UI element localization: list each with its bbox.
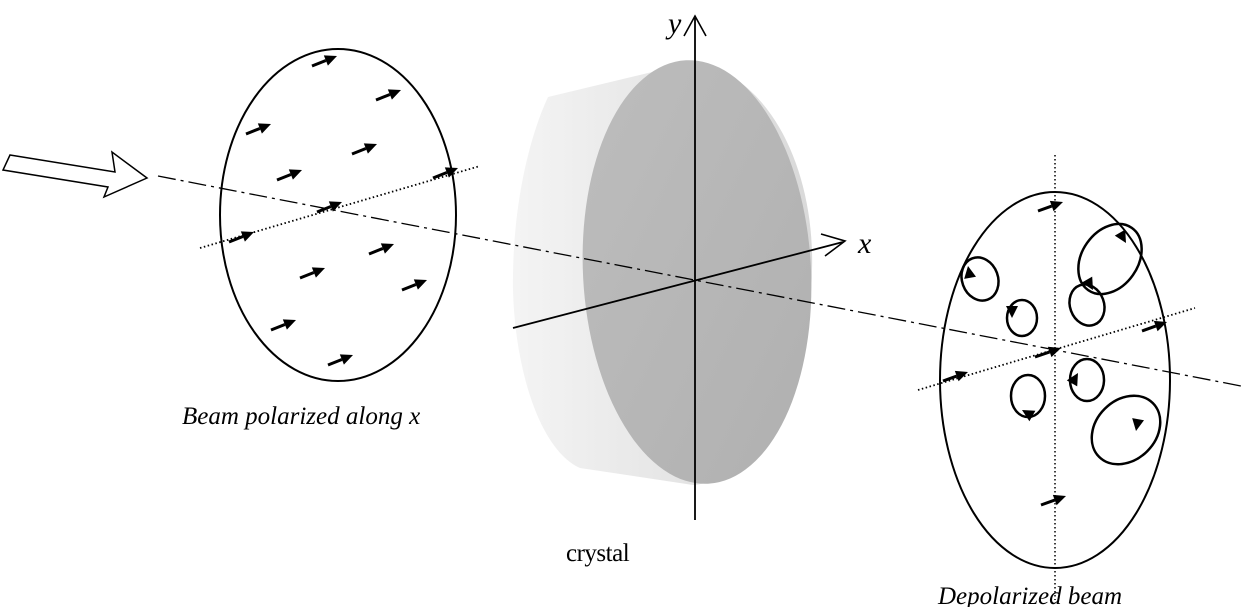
output-polarization-arrows <box>942 200 1167 507</box>
polarization-ellipse-icon <box>1066 357 1106 403</box>
polarization-arrow-icon <box>316 201 342 214</box>
polarization-ellipse-icon <box>1068 276 1106 327</box>
polarization-arrow-icon <box>432 167 458 180</box>
polarization-arrow-icon <box>1141 320 1167 333</box>
output-polarization-ellipses <box>960 222 1162 466</box>
hollow-arrow-icon <box>1 150 149 199</box>
polarization-arrow-icon <box>1040 494 1066 507</box>
output-beam <box>917 155 1196 600</box>
polarization-ellipse-icon <box>1090 394 1162 466</box>
polarization-arrow-icon <box>276 169 302 182</box>
polarization-arrow-icon <box>270 319 296 332</box>
polarization-arrow-icon <box>299 267 325 280</box>
input-beam-caption: Beam polarized along x <box>182 403 420 430</box>
input-beam <box>199 48 481 382</box>
polarization-arrow-icon <box>942 370 968 383</box>
polarization-ellipse-icon <box>960 256 1000 302</box>
polarization-arrow-icon <box>327 354 353 367</box>
polarization-arrow-icon <box>245 123 271 136</box>
polarization-arrow-icon <box>1037 200 1063 213</box>
coordinate-axes <box>512 14 847 520</box>
polarization-ellipse-icon <box>1005 298 1039 338</box>
polarization-arrow-icon <box>375 89 401 102</box>
axis-y-label: y <box>665 7 682 40</box>
polarization-ellipse-icon <box>1009 373 1047 422</box>
crystal-caption: crystal <box>566 540 630 567</box>
crystal <box>512 60 813 485</box>
output-beam-caption: Depolarized beam <box>937 583 1122 607</box>
polarization-ellipse-icon <box>1077 222 1143 296</box>
polarization-arrow-icon <box>351 143 377 156</box>
axis-x-label: x <box>857 227 872 260</box>
polarization-arrow-icon <box>228 231 254 244</box>
polarization-arrow-icon <box>368 243 394 256</box>
polarization-arrow-icon <box>311 55 337 68</box>
polarization-arrow-icon <box>401 279 427 292</box>
optical-axis <box>157 175 1241 387</box>
polarization-arrow-icon <box>1034 346 1061 359</box>
input-polarization-arrows <box>228 55 458 367</box>
